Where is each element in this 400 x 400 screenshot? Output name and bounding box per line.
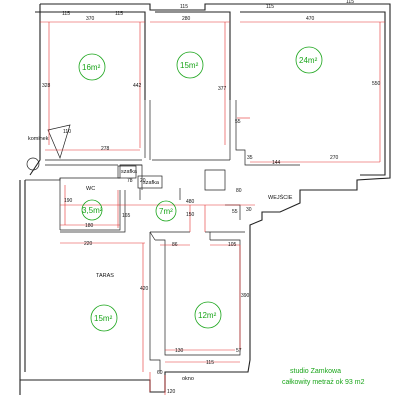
svg-text:115: 115 [206, 360, 214, 366]
svg-text:20: 20 [140, 178, 146, 184]
label-taras: TARAS [96, 273, 114, 279]
svg-text:86: 86 [172, 242, 178, 248]
svg-text:270: 270 [330, 155, 339, 161]
label-okno: okno [182, 376, 194, 382]
svg-text:55: 55 [232, 209, 238, 215]
svg-text:35: 35 [247, 155, 253, 161]
svg-text:328: 328 [42, 83, 51, 89]
cabinet-box-2 [137, 175, 163, 189]
label-szafka-1: szafka [121, 169, 138, 175]
note-total-area: całkowity metraż ok 93 m2 [282, 379, 365, 386]
svg-text:144: 144 [272, 160, 281, 166]
svg-text:115: 115 [346, 0, 354, 5]
svg-text:115: 115 [62, 11, 70, 17]
svg-text:280: 280 [182, 16, 191, 22]
svg-text:115: 115 [180, 4, 188, 10]
svg-text:370: 370 [86, 16, 95, 22]
note-studio: studio Zamkowa [290, 368, 341, 375]
dimension-labels: 115 115 115 115 115 370 280 470 328 442 … [42, 0, 381, 395]
svg-text:105: 105 [228, 242, 237, 248]
svg-text:442: 442 [133, 83, 142, 89]
svg-text:57: 57 [236, 348, 242, 354]
svg-text:180: 180 [85, 223, 94, 229]
cabinet-box-1 [117, 165, 137, 179]
svg-text:30: 30 [246, 207, 252, 213]
area-wc: 3,5m² [82, 206, 103, 215]
svg-text:60: 60 [157, 370, 163, 376]
svg-text:78: 78 [127, 178, 133, 184]
svg-text:115: 115 [115, 11, 123, 17]
svg-text:278: 278 [101, 146, 110, 152]
label-wejscie: WEJŚCIE [268, 193, 293, 201]
label-wc: WC [86, 186, 95, 192]
svg-text:110: 110 [63, 129, 71, 135]
area-room-n: 15m² [180, 61, 199, 70]
area-taras: 15m² [94, 314, 113, 323]
svg-text:55: 55 [235, 119, 241, 125]
svg-text:377: 377 [218, 86, 227, 92]
area-room-nw: 16m² [82, 63, 101, 72]
svg-text:120: 120 [167, 389, 176, 395]
svg-text:390: 390 [241, 293, 250, 299]
area-room-s: 12m² [198, 311, 217, 320]
label-kominek: kominek [28, 136, 49, 142]
dimension-lines [40, 21, 385, 395]
area-hall: 7m² [159, 207, 173, 216]
room-markers [78, 46, 323, 332]
svg-text:550: 550 [372, 81, 381, 87]
svg-text:115: 115 [266, 4, 274, 10]
area-room-ne: 24m² [299, 56, 318, 65]
outer-walls [19, 3, 391, 395]
svg-text:190: 190 [64, 198, 73, 204]
svg-text:130: 130 [175, 348, 184, 354]
svg-text:150: 150 [186, 212, 195, 218]
svg-text:420: 420 [140, 286, 149, 292]
fireplace-shape [47, 124, 71, 160]
svg-text:80: 80 [236, 188, 242, 194]
svg-text:470: 470 [306, 16, 315, 22]
label-szafka-2: szafka [143, 180, 160, 186]
svg-text:220: 220 [84, 241, 93, 247]
column-circle [26, 157, 40, 171]
svg-text:480: 480 [186, 199, 195, 205]
svg-text:165: 165 [122, 213, 131, 219]
